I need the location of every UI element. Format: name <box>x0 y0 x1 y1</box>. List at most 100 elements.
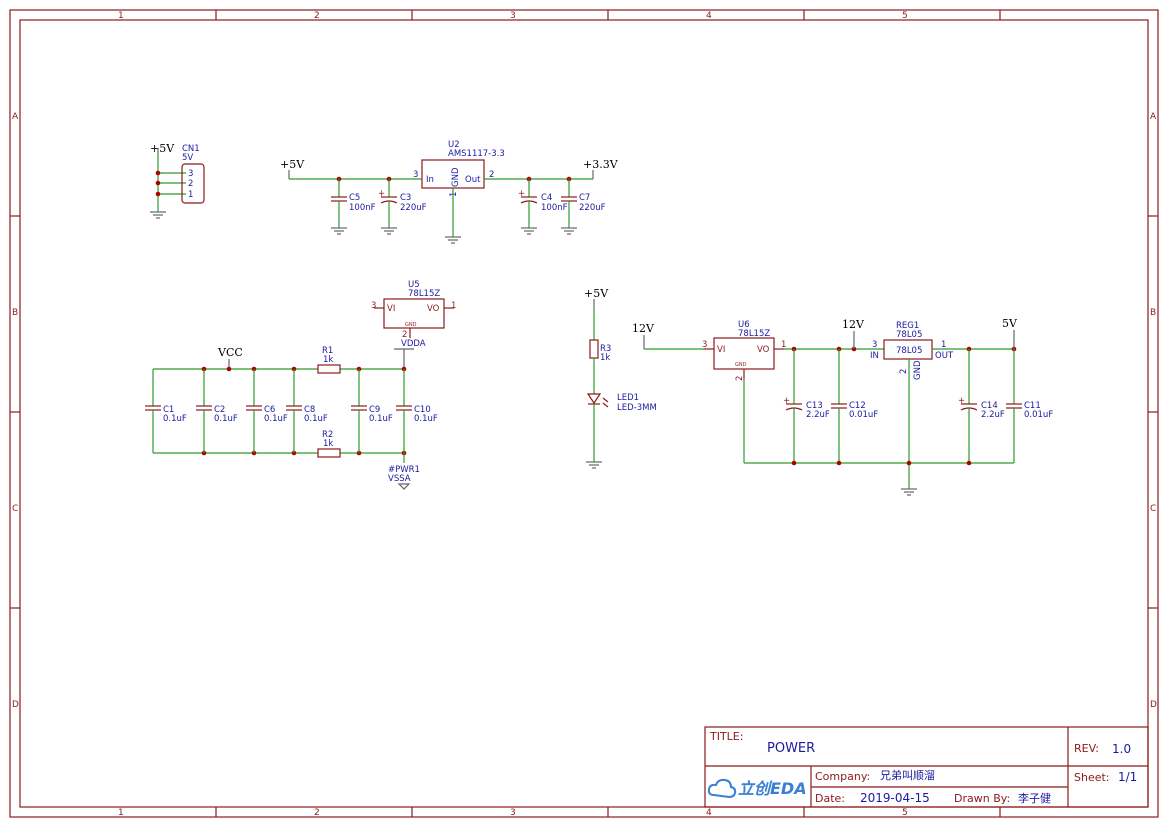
svg-text:2: 2 <box>489 170 494 180</box>
sheet-border <box>9 9 1159 818</box>
analog-filter-section[interactable]: U5 78L15Z VI VO GND 3 1 2 VDDA VCC R1 1k… <box>145 280 456 490</box>
svg-text:U6: U6 <box>738 320 750 330</box>
svg-text:C7: C7 <box>579 193 590 203</box>
svg-text:78L15Z: 78L15Z <box>408 289 440 299</box>
svg-text:VI: VI <box>387 304 395 314</box>
svg-text:REG1: REG1 <box>896 321 919 331</box>
ground-symbol <box>331 227 347 235</box>
row-label: C <box>12 504 18 514</box>
svg-text:C10: C10 <box>414 405 431 415</box>
ground-symbol <box>150 211 166 219</box>
svg-text:1: 1 <box>188 190 193 200</box>
border-row-labels: A B C D A B C D <box>12 112 1157 710</box>
title-label: TITLE: <box>709 730 743 743</box>
svg-text:+: + <box>378 189 385 199</box>
svg-text:1: 1 <box>451 301 456 311</box>
svg-text:3: 3 <box>872 340 877 350</box>
svg-text:GND: GND <box>735 362 747 368</box>
sheet-label: Sheet: <box>1074 771 1110 784</box>
led-indicator-section[interactable]: +5V R3 1k LED1 LED-3MM <box>584 287 657 469</box>
col-label: 5 <box>902 808 908 818</box>
row-label: D <box>12 700 19 710</box>
svg-text:C1: C1 <box>163 405 174 415</box>
svg-text:R3: R3 <box>600 344 611 354</box>
svg-text:1k: 1k <box>323 439 333 449</box>
svg-text:78L05: 78L05 <box>896 346 922 356</box>
svg-text:3: 3 <box>413 170 418 180</box>
net-label-pwr1: #PWR1 <box>388 465 420 475</box>
svg-text:3: 3 <box>371 301 376 311</box>
row-label: B <box>12 308 18 318</box>
title-block: TITLE: POWER REV: 1.0 Company: 兄弟叫顺溜 She… <box>704 726 1149 808</box>
svg-text:3: 3 <box>702 340 707 350</box>
svg-text:1: 1 <box>781 340 786 350</box>
company-label: Company: <box>815 770 870 783</box>
rev-label: REV: <box>1074 742 1099 755</box>
cn1-ref: CN1 <box>182 144 200 154</box>
svg-text:In: In <box>426 175 434 185</box>
ldo-3v3-section[interactable]: +5V C5 100nF + C3 220uF U2 AMS1117-3.3 I… <box>280 140 619 244</box>
row-label: A <box>1150 112 1157 122</box>
lceda-logo: 立创EDA <box>707 778 807 799</box>
row-label: B <box>1150 308 1156 318</box>
cap-column-c2 <box>196 369 212 453</box>
svg-text:1: 1 <box>941 340 946 350</box>
net-label-12v: 12V <box>632 322 655 335</box>
sheet-title: POWER <box>767 741 815 756</box>
svg-text:0.1uF: 0.1uF <box>304 414 328 424</box>
svg-text:立创EDA: 立创EDA <box>738 779 807 798</box>
svg-text:VO: VO <box>427 304 440 314</box>
svg-text:220uF: 220uF <box>400 203 427 213</box>
col-label: 1 <box>118 11 124 21</box>
col-label: 1 <box>118 808 124 818</box>
ground-symbol <box>521 227 537 235</box>
row-label: D <box>1150 700 1157 710</box>
sheet-value: 1/1 <box>1118 770 1137 784</box>
row-label: C <box>1150 504 1156 514</box>
connector-cn1[interactable]: +5V CN1 5V 3 2 1 <box>150 142 205 219</box>
col-label: 2 <box>314 808 320 818</box>
svg-text:GND: GND <box>405 322 417 328</box>
svg-text:AMS1117-3.3: AMS1117-3.3 <box>448 149 505 159</box>
ground-symbol <box>381 227 397 235</box>
svg-text:VO: VO <box>757 345 770 355</box>
svg-text:78L05: 78L05 <box>896 330 922 340</box>
svg-text:+: + <box>958 396 965 406</box>
date-value: 2019-04-15 <box>860 791 930 805</box>
svg-text:C14: C14 <box>981 401 998 411</box>
net-label-p5v: +5V <box>584 287 609 300</box>
svg-text:+: + <box>783 396 790 406</box>
col-label: 3 <box>510 11 516 21</box>
svg-text:U5: U5 <box>408 280 420 290</box>
svg-text:C4: C4 <box>541 193 552 203</box>
svg-text:U2: U2 <box>448 140 460 150</box>
row-label: A <box>12 112 19 122</box>
svg-text:OUT: OUT <box>935 351 954 361</box>
svg-text:2.2uF: 2.2uF <box>981 410 1005 420</box>
net-label-p5v: +5V <box>150 142 175 155</box>
svg-text:1k: 1k <box>600 353 610 363</box>
svg-text:GND: GND <box>451 167 461 187</box>
svg-text:1k: 1k <box>323 355 333 365</box>
svg-text:C11: C11 <box>1024 401 1041 411</box>
regulator-12v-5v-section[interactable]: 12V U6 78L15Z VI VO GND 3 1 2 12V REG1 7… <box>632 317 1053 496</box>
svg-text:2: 2 <box>188 179 193 189</box>
net-label-p33v: +3.3V <box>583 158 619 171</box>
net-label-vdda: VDDA <box>401 339 426 349</box>
company-value: 兄弟叫顺溜 <box>880 768 935 782</box>
svg-text:78L15Z: 78L15Z <box>738 329 770 339</box>
net-label-vssa: VSSA <box>388 474 411 484</box>
svg-text:3: 3 <box>188 169 193 179</box>
ground-symbol <box>445 236 461 244</box>
svg-text:VI: VI <box>717 345 725 355</box>
col-label: 3 <box>510 808 516 818</box>
cap-column-c8 <box>286 369 302 453</box>
svg-text:C9: C9 <box>369 405 380 415</box>
ground-symbol <box>586 461 602 469</box>
svg-text:C2: C2 <box>214 405 225 415</box>
svg-text:C5: C5 <box>349 193 360 203</box>
svg-text:C13: C13 <box>806 401 823 411</box>
svg-text:GND: GND <box>913 360 923 380</box>
rev-value: 1.0 <box>1112 742 1131 756</box>
